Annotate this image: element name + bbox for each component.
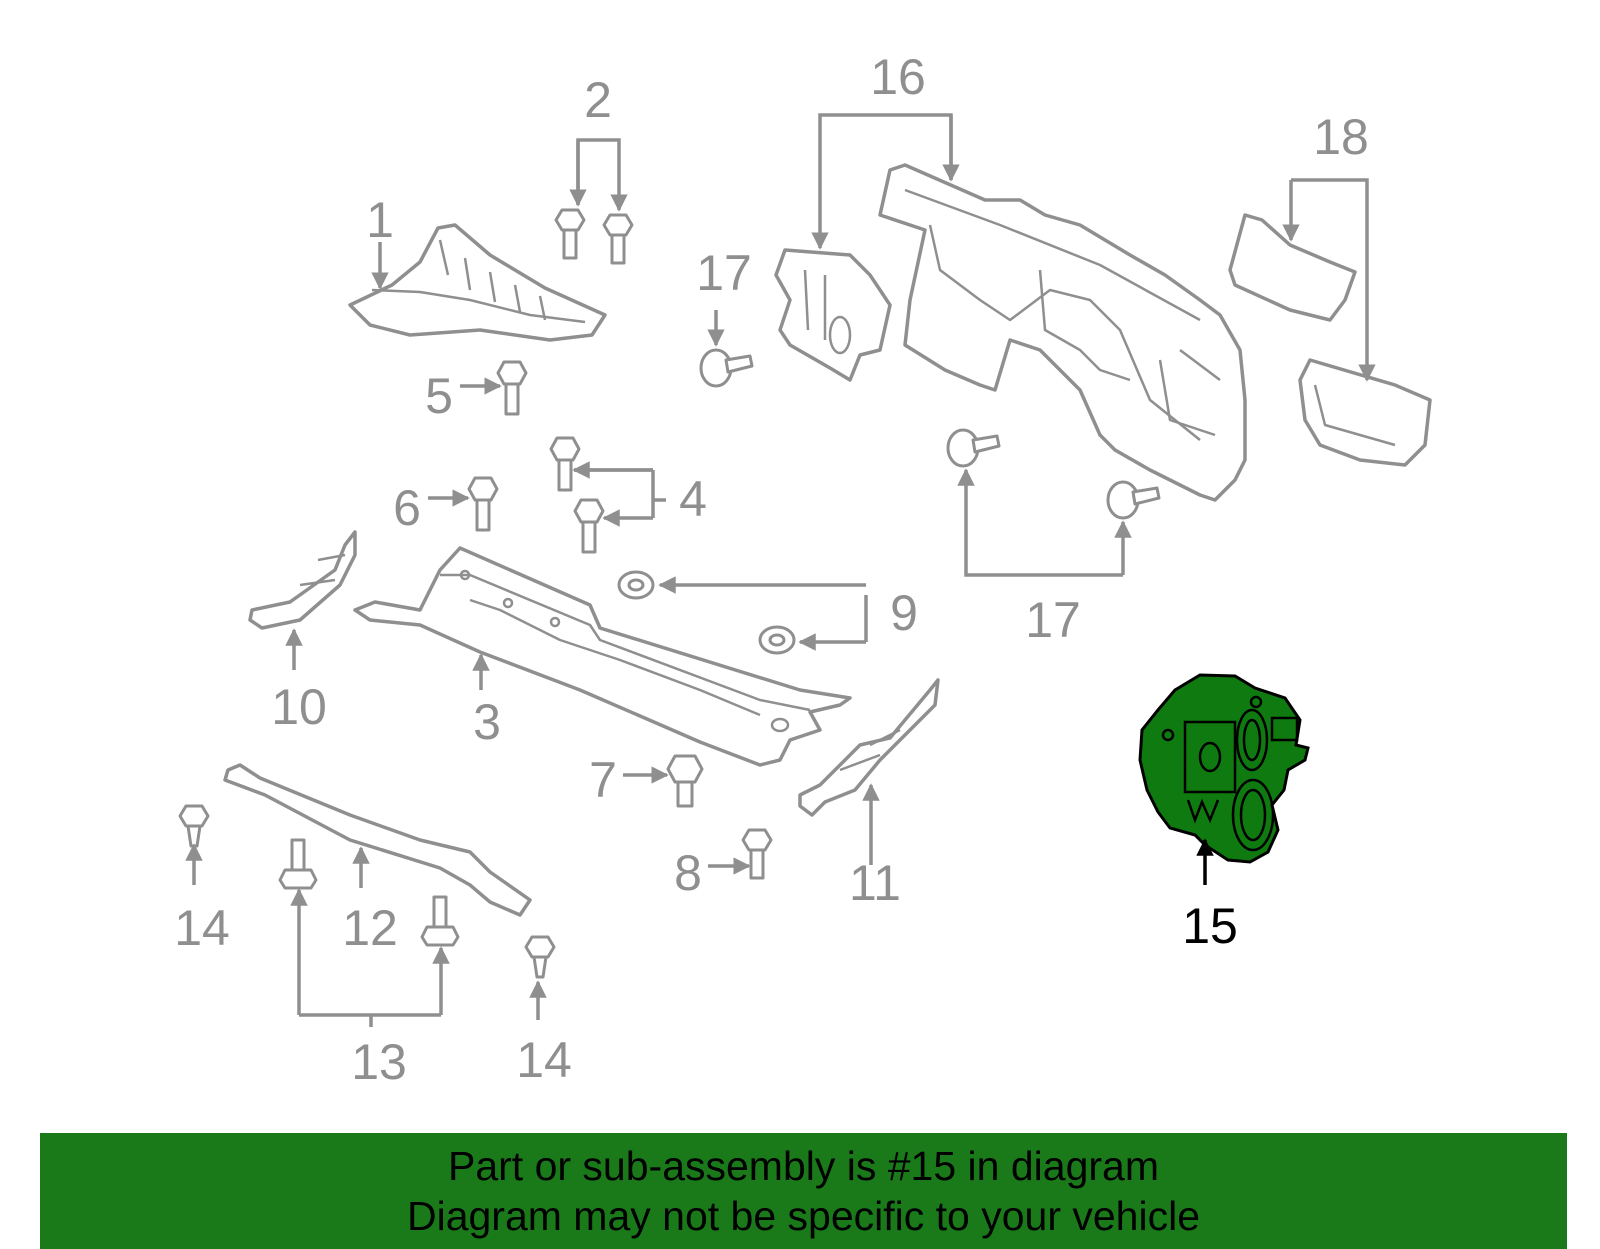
callout-12: 12	[342, 900, 398, 956]
part-15-shape[interactable]	[1138, 673, 1310, 864]
callout-6: 6	[393, 480, 421, 536]
part-3-cowl-panel	[353, 546, 852, 767]
callout-10: 10	[271, 679, 327, 735]
callout-4: 4	[679, 471, 707, 527]
callout-5: 5	[425, 368, 453, 424]
leader-lines	[185, 113, 1376, 1027]
parts-diagram: 1 2 3 4 5 6 7 8 9 10 11 12 13 14 14 16 1…	[174, 49, 1432, 1090]
banner-line-1: Part or sub-assembly is #15 in diagram	[448, 1143, 1159, 1189]
part-18-insulators	[1228, 213, 1432, 467]
part-5-bolt	[496, 360, 528, 416]
part-7-bolt	[666, 754, 704, 808]
info-banner: Part or sub-assembly is #15 in diagram D…	[40, 1133, 1567, 1249]
callout-17a: 17	[696, 245, 752, 301]
part-4-bolts	[549, 436, 605, 554]
leader-18	[1291, 178, 1376, 382]
callout-3: 3	[473, 694, 501, 750]
callout-9: 9	[890, 585, 918, 641]
callout-8: 8	[674, 845, 702, 901]
leader-4	[574, 468, 666, 518]
part-15-highlighted-insulator[interactable]	[1138, 673, 1310, 864]
callout-11: 11	[849, 855, 901, 911]
callout-2: 2	[584, 72, 612, 128]
part-1-cowl-panel	[348, 223, 607, 342]
callout-17b: 17	[1025, 592, 1081, 648]
part-14-push-pins	[178, 804, 556, 979]
part-6-bolt	[467, 476, 499, 532]
callout-15: 15	[1182, 898, 1238, 954]
callout-14b: 14	[516, 1032, 572, 1088]
part-16-dash-panel	[774, 163, 1247, 502]
callout-18: 18	[1313, 109, 1369, 165]
part-8-bolt	[741, 828, 773, 880]
banner-line-2: Diagram may not be specific to your vehi…	[406, 1193, 1200, 1239]
callout-14a: 14	[174, 900, 230, 956]
callout-16: 16	[870, 49, 926, 105]
part-10-bracket	[248, 530, 357, 630]
callout-1: 1	[366, 192, 394, 248]
callout-13: 13	[351, 1034, 407, 1090]
part-12-strip	[223, 763, 532, 917]
callout-numbers: 1 2 3 4 5 6 7 8 9 10 11 12 13 14 14 16 1…	[174, 49, 1369, 1090]
part-17-plugs	[699, 348, 1161, 520]
callout-7: 7	[589, 752, 617, 808]
part-11-bracket	[798, 678, 940, 817]
leader-2	[576, 138, 619, 210]
leader-9	[660, 585, 868, 642]
part-2-bolts	[554, 208, 634, 265]
leader-13	[299, 890, 441, 1027]
leader-17b	[957, 468, 1123, 577]
